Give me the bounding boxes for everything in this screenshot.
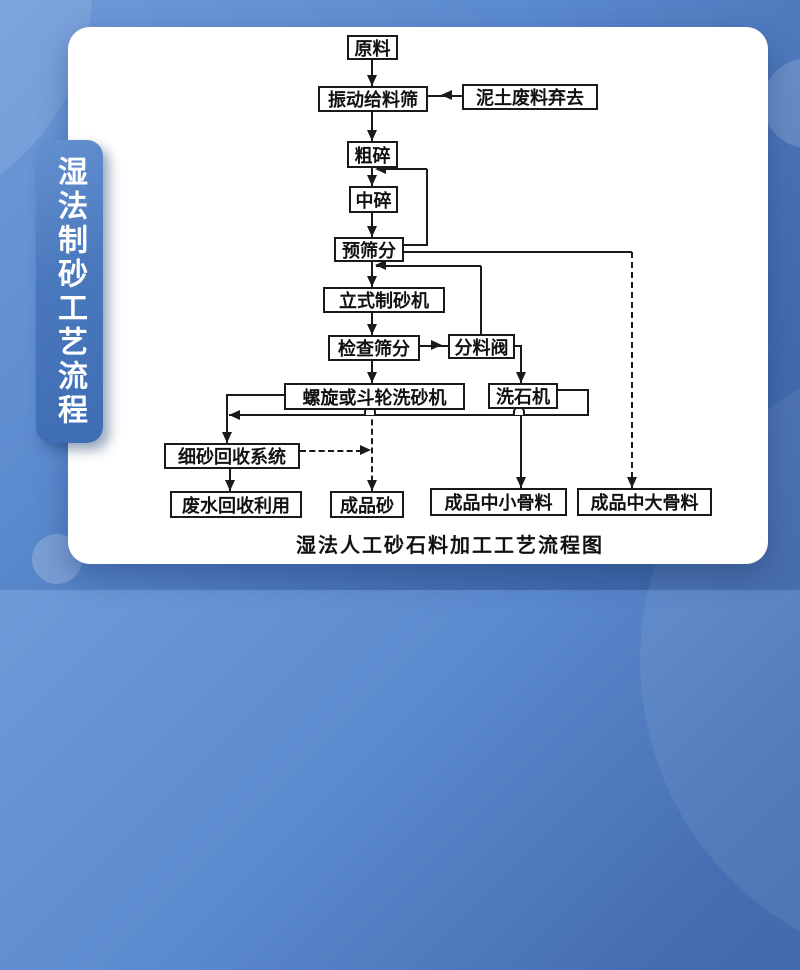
connector-valve-to-stonewasher-h: [515, 345, 522, 347]
arrow-down-icon: [516, 477, 526, 488]
arrow-left-icon: [375, 260, 386, 270]
arrow-down-icon: [367, 226, 377, 237]
arrow-down-icon: [516, 372, 526, 383]
node-stone-washer: 洗石机: [488, 383, 558, 409]
arrow-left-icon: [375, 164, 386, 174]
arrow-down-icon: [367, 130, 377, 141]
node-pre-screening: 预筛分: [334, 237, 404, 262]
node-finished-sand: 成品砂: [330, 491, 404, 518]
arrow-right-icon: [431, 340, 442, 350]
node-wastewater-recycling: 废水回收利用: [170, 491, 302, 518]
connector-feeder-to-coarse: [371, 112, 373, 141]
arrow-left-icon: [441, 90, 452, 100]
node-finished-medium-small-aggregate: 成品中小骨料: [430, 488, 567, 516]
arrow-down-icon: [367, 480, 377, 491]
connector-prescreen-to-sandmaker: [371, 262, 373, 287]
node-medium-crushing: 中碎: [349, 186, 398, 213]
process-title-banner: 湿法制砂工艺流程: [36, 140, 103, 443]
connector-stonewasher-to-smallaggregate: [520, 409, 522, 488]
connector-finesand-to-finishedsand: [300, 450, 362, 452]
arrow-left-icon: [229, 410, 240, 420]
arrow-down-icon: [225, 480, 235, 491]
connector-prescreen-recycle-v: [426, 169, 428, 246]
node-finished-medium-large-aggregate: 成品中大骨料: [577, 488, 712, 516]
background-circle-right-decoration: [763, 58, 800, 148]
node-splitter-valve: 分料阀: [448, 334, 515, 359]
node-sand-washer: 螺旋或斗轮洗砂机: [284, 383, 465, 410]
connector-prescreen-to-largeaggregate-h: [404, 251, 632, 253]
arrow-down-icon: [367, 175, 377, 186]
connector-stonewasher-return-h: [558, 389, 589, 391]
node-coarse-crushing: 粗碎: [347, 141, 398, 168]
connector-return-line: [229, 414, 589, 416]
connector-stonewasher-return-v: [587, 390, 589, 415]
connector-prescreen-recycle-h: [377, 168, 427, 170]
node-raw-material: 原料: [347, 35, 398, 60]
arrow-right-icon: [360, 445, 371, 455]
node-check-screening: 检查筛分: [328, 335, 420, 361]
arrow-down-icon: [627, 477, 637, 488]
connector-washer-to-finishedsand: [371, 410, 373, 491]
arrow-down-icon: [222, 432, 232, 443]
connector-prescreen-recycle-stub: [404, 244, 427, 246]
arrow-down-icon: [367, 324, 377, 335]
connector-washer-to-finesand-v: [226, 394, 228, 443]
connector-raw-to-feeder: [371, 60, 373, 86]
connector-valve-recycle-h: [376, 265, 481, 267]
node-fine-sand-recovery: 细砂回收系统: [164, 443, 300, 469]
connector-valve-recycle-v: [480, 266, 482, 334]
connector-prescreen-to-largeaggregate-v: [631, 252, 633, 488]
page-title: 湿法制砂工艺流程: [52, 155, 87, 428]
connector-valve-to-stonewasher-v: [520, 346, 522, 383]
arrow-down-icon: [367, 372, 377, 383]
connector-washer-to-finesand-h: [228, 394, 284, 396]
connector-medium-to-prescreen: [371, 213, 373, 237]
arrow-down-icon: [367, 276, 377, 287]
arrow-down-icon: [367, 75, 377, 86]
node-vibrating-feeder: 振动给料筛: [318, 86, 428, 112]
node-vertical-sand-maker: 立式制砂机: [323, 287, 445, 313]
flowchart-caption: 湿法人工砂石料加工工艺流程图: [296, 533, 604, 557]
node-soil-waste-discard: 泥土废料弃去: [462, 84, 598, 110]
